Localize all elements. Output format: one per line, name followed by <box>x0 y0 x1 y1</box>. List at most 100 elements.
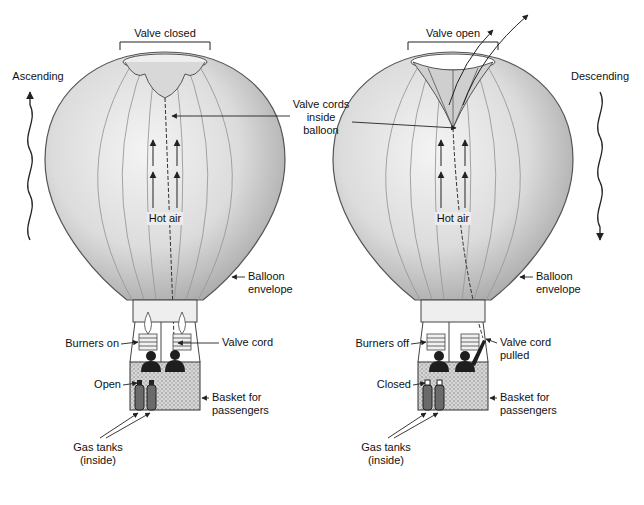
valve-state-label: Open <box>71 378 121 391</box>
leader-line <box>394 413 438 438</box>
gore-line <box>386 56 425 300</box>
part-label: Gas tanks (inside) <box>68 441 128 467</box>
part-label: Valve cord pulled <box>500 336 562 362</box>
escaping-air-arrow <box>449 30 493 105</box>
gas-tank <box>435 385 444 410</box>
hot-air-arrow <box>464 172 465 208</box>
part-label: Valve cords inside balloon <box>292 98 350 137</box>
balloon-descending <box>333 15 573 410</box>
leader-line <box>178 343 219 344</box>
coil-rings <box>427 338 479 346</box>
passengers <box>429 340 486 372</box>
tank-valve-closed <box>425 380 430 385</box>
part-label: Balloon envelope <box>536 270 592 296</box>
leader-line <box>202 398 209 399</box>
valve-bracket <box>120 42 210 50</box>
gore-line <box>122 55 147 300</box>
passengers <box>141 350 185 372</box>
pulling-arm <box>471 340 486 366</box>
part-label: Valve cord <box>222 336 286 349</box>
hot-air-arrow <box>176 140 177 166</box>
part-label: Gas tanks (inside) <box>356 441 416 467</box>
gas-tanks <box>135 380 156 410</box>
air-label: Hot air <box>435 212 471 225</box>
coil-rings <box>139 338 191 346</box>
burners <box>139 334 191 350</box>
leader-line <box>106 413 150 438</box>
tank-valve-open <box>149 380 154 385</box>
tank-valve-closed <box>437 380 442 385</box>
valve-state-label: Valve closed <box>115 27 215 40</box>
leader-line <box>413 383 425 385</box>
part-label: Burners off <box>339 337 409 350</box>
part-label: Burners on <box>49 337 119 350</box>
passenger-body <box>429 361 449 372</box>
motion-label: Descending <box>565 70 635 83</box>
gas-tank <box>423 385 432 410</box>
passenger-head <box>460 351 470 361</box>
hot-air-arrow <box>464 140 465 166</box>
rigging-line <box>449 322 450 362</box>
valve-state-label: Valve open <box>403 27 503 40</box>
valve-panel-open <box>413 62 493 128</box>
rigging-line <box>195 322 200 362</box>
valve-cord-line <box>453 70 454 128</box>
basket <box>130 362 200 410</box>
valve-cords <box>428 68 478 128</box>
part-label: Basket for passengers <box>212 391 276 417</box>
rigging-line <box>418 322 423 362</box>
hot-air-arrow <box>152 140 153 166</box>
hot-air-arrows <box>153 140 177 208</box>
balloon-envelope <box>45 52 285 300</box>
valve-panel-closed <box>125 62 205 98</box>
valve-cord-line <box>428 68 453 128</box>
passenger-head <box>170 350 180 360</box>
descending-arrow <box>598 92 603 240</box>
leader-line <box>490 398 497 399</box>
leader-line <box>486 339 497 343</box>
leader-line <box>100 413 138 438</box>
burner-flame <box>145 312 186 334</box>
skirt <box>133 300 197 322</box>
gore-line <box>193 56 232 300</box>
basket <box>418 362 488 410</box>
leader-line <box>411 342 426 344</box>
hot-air-arrow <box>440 172 441 208</box>
valve-state-label: Closed <box>361 378 411 391</box>
hot-air-arrow <box>152 172 153 208</box>
part-label: Basket for passengers <box>500 391 564 417</box>
skirt <box>421 300 485 322</box>
passenger-head <box>146 351 156 361</box>
leader-line <box>388 413 426 438</box>
part-label: Balloon envelope <box>248 270 304 296</box>
balloon-ascending <box>45 42 285 410</box>
leader-line <box>123 383 137 385</box>
leader-lines <box>100 116 533 438</box>
hot-air-arrow <box>176 172 177 208</box>
ascending-arrow <box>28 92 33 240</box>
gas-tank <box>147 385 156 410</box>
balloon-envelope <box>333 52 573 300</box>
tank-valve-open <box>137 380 142 385</box>
rigging-line <box>161 322 162 362</box>
gore-line <box>183 55 208 300</box>
hot-air-arrow <box>440 140 441 166</box>
envelope-gores <box>98 54 233 300</box>
envelope-gores <box>386 54 521 300</box>
leader-line <box>172 116 290 117</box>
passenger-head <box>434 351 444 361</box>
gas-tank <box>135 385 144 410</box>
motion-label: Ascending <box>7 70 69 83</box>
leader-line <box>121 342 138 344</box>
valve-cord <box>165 98 175 365</box>
burners <box>427 334 479 350</box>
leader-line <box>520 277 533 278</box>
gore-line <box>471 55 496 300</box>
passenger-body <box>141 361 161 372</box>
gore-line <box>410 55 435 300</box>
leader-line <box>352 122 456 128</box>
gore-line <box>98 56 137 300</box>
gas-tanks <box>423 380 444 410</box>
